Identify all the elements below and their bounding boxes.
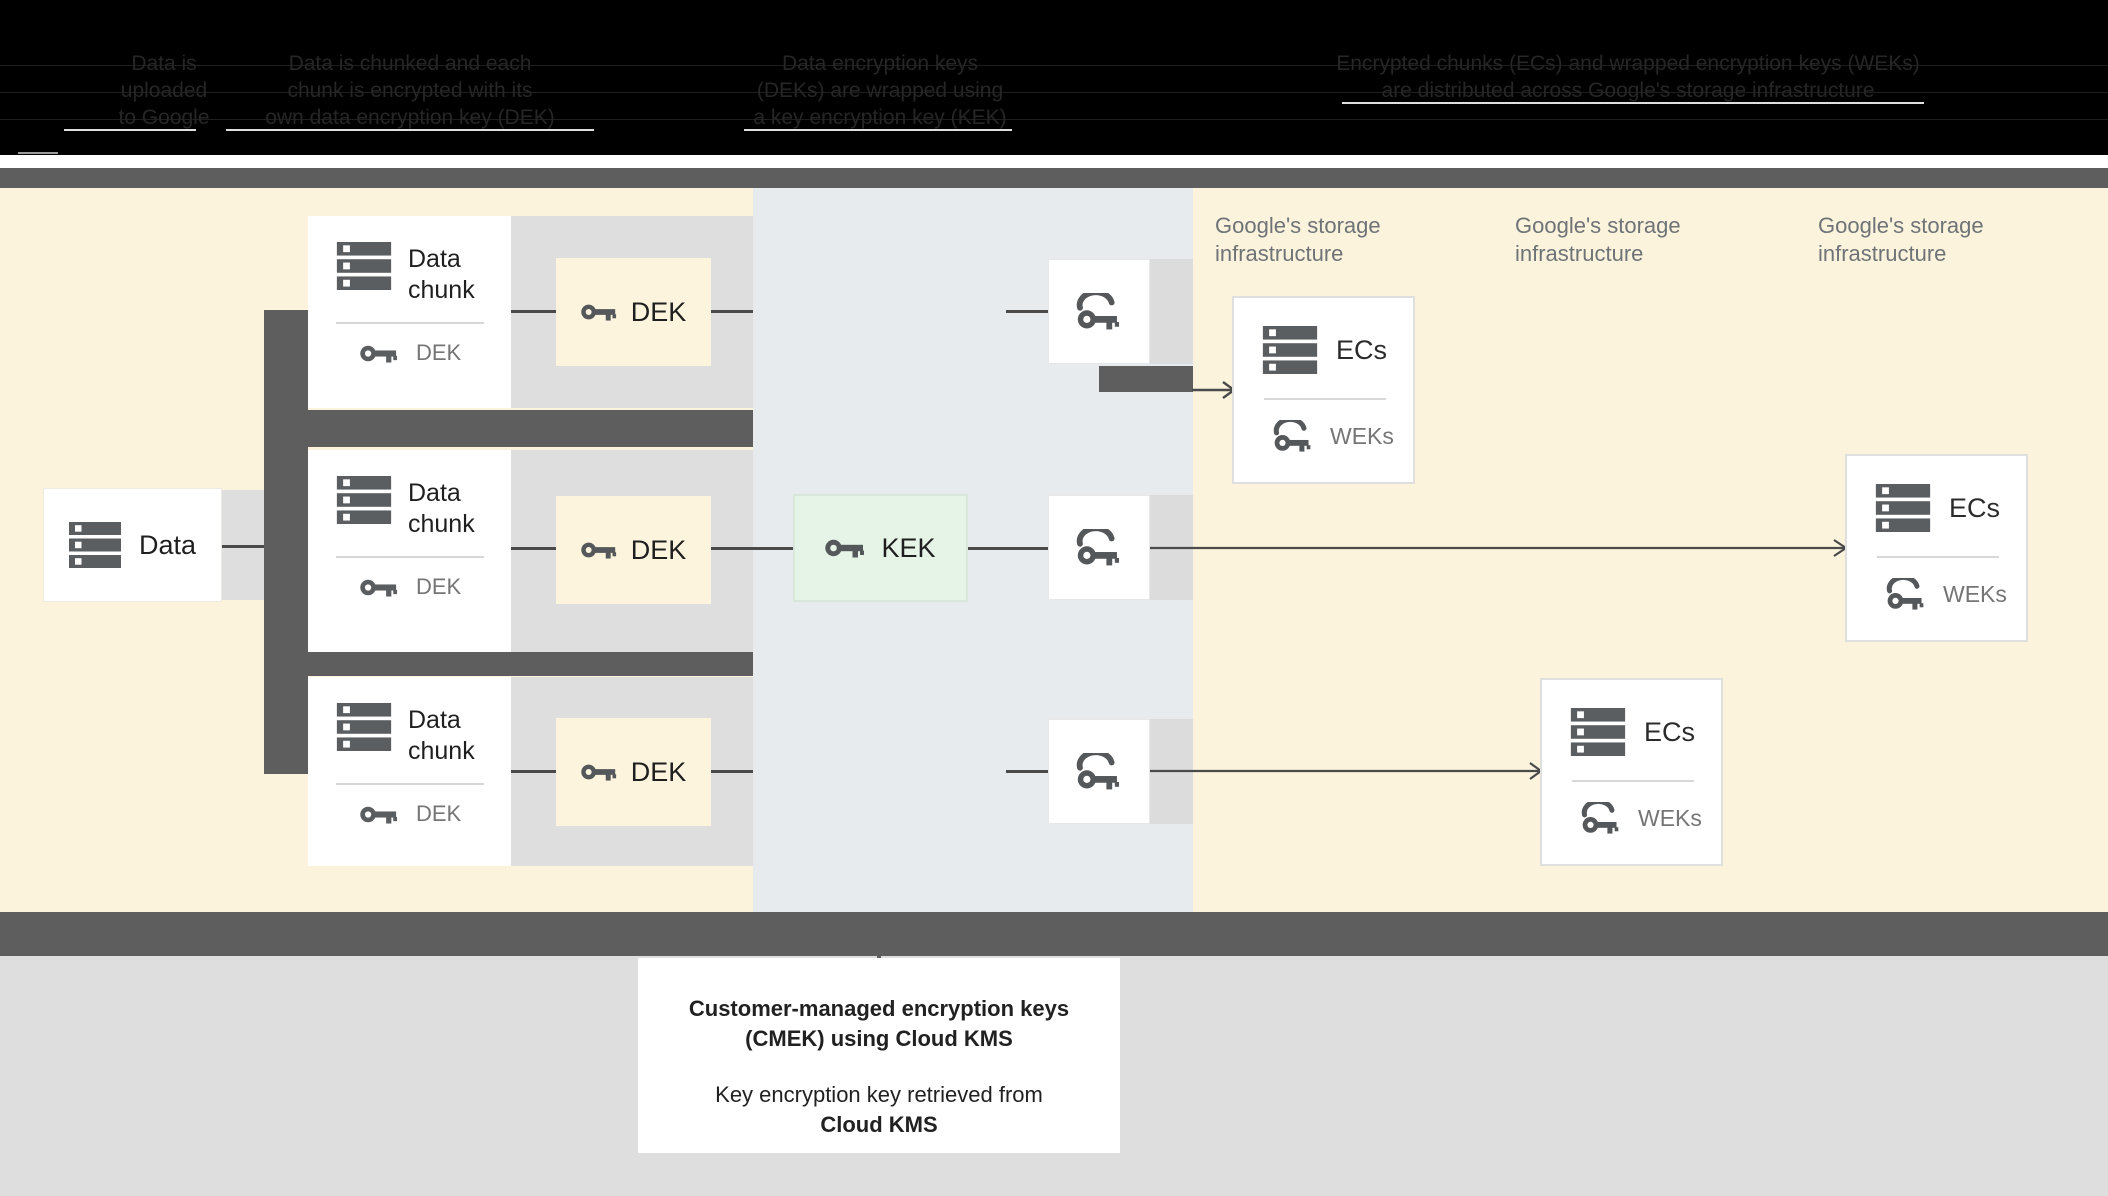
wrapped-key-connector-bar <box>1099 366 1193 392</box>
connector-line <box>1006 310 1048 313</box>
connector-line <box>711 770 753 773</box>
ecs-title: ECs <box>1644 716 1696 747</box>
divider <box>1877 556 1999 558</box>
dek-box: DEK <box>556 496 711 604</box>
top-gray-band <box>0 168 2108 188</box>
arrow-to-ecs-2 <box>1150 539 1848 557</box>
server-icon <box>336 476 392 524</box>
chunk-title: Data chunk <box>408 479 475 538</box>
data-trunk-connector <box>222 545 266 548</box>
arrow-to-ecs-3 <box>1150 762 1543 780</box>
wrapped-key-box <box>1048 259 1150 364</box>
ecs-box: ECs WEKs <box>1845 454 2028 642</box>
wrapped-key-icon <box>1273 420 1311 452</box>
server-icon <box>68 522 121 568</box>
dek-label: DEK <box>630 756 687 787</box>
key-icon <box>581 764 616 781</box>
chunk-title: Data chunk <box>408 706 475 765</box>
storage-infrastructure-label: Google's storage infrastructure <box>1215 213 1381 266</box>
chunk-trunk-bar <box>264 310 308 774</box>
divider <box>336 783 484 785</box>
key-icon <box>360 579 398 597</box>
connector-line <box>711 547 793 550</box>
caption-body-line-1: Key encryption key retrieved from <box>715 1082 1043 1107</box>
divider <box>336 322 484 324</box>
server-icon <box>1570 708 1626 756</box>
corner-dash <box>18 152 58 154</box>
key-icon <box>581 304 616 321</box>
data-chunk-box: Data chunk DEK <box>308 216 511 408</box>
server-icon <box>1262 326 1318 374</box>
wrapped-key-icon <box>1076 752 1120 789</box>
weks-label: WEKs <box>1330 423 1394 449</box>
wrapped-key-icon <box>1076 292 1120 329</box>
kek-box: KEK <box>793 494 968 602</box>
wrapped-key-box <box>1048 495 1150 600</box>
chunk-key-label: DEK <box>416 574 462 599</box>
server-icon <box>336 242 392 290</box>
step-3-text: Data encryption keys (DEKs) are wrapped … <box>753 52 1007 129</box>
divider <box>1264 398 1386 400</box>
chunk-title: Data chunk <box>408 245 475 304</box>
key-icon <box>360 806 398 824</box>
data-chunk-box: Data chunk DEK <box>308 450 511 652</box>
connector-line <box>1006 770 1048 773</box>
connector-line <box>511 547 556 550</box>
connector-line <box>968 547 1048 550</box>
bottom-gray-band <box>0 912 2108 956</box>
weks-label: WEKs <box>1943 581 2007 607</box>
storage-infrastructure-label: Google's storage infrastructure <box>1818 213 1984 266</box>
caption-body-line-2: Cloud KMS <box>820 1112 938 1137</box>
ecs-title: ECs <box>1949 492 2001 523</box>
dek-label: DEK <box>630 534 687 565</box>
kek-label: KEK <box>881 532 936 563</box>
server-icon <box>1875 484 1931 532</box>
weks-label: WEKs <box>1638 805 1702 831</box>
ecs-box: ECs WEKs <box>1540 678 1723 866</box>
chunk-key-label: DEK <box>416 340 462 365</box>
row-separator-bar <box>308 652 753 676</box>
server-icon <box>336 703 392 751</box>
divider <box>336 556 484 558</box>
step-2-text: Data is chunked and each chunk is encryp… <box>265 52 555 129</box>
row-separator-bar <box>308 410 753 447</box>
dek-label: DEK <box>630 296 687 327</box>
header-artifact-line <box>0 92 2108 93</box>
key-icon <box>825 539 865 558</box>
wrapped-key-icon <box>1581 802 1619 834</box>
key-box-strip <box>1150 259 1193 364</box>
step-1-underline <box>64 129 196 131</box>
connector-line <box>511 770 556 773</box>
key-icon <box>360 345 398 363</box>
connector-line <box>511 310 556 313</box>
storage-infrastructure-label: Google's storage infrastructure <box>1515 213 1681 266</box>
step-2-underline <box>226 129 594 131</box>
header-artifact-line <box>0 119 2108 120</box>
step-3-underline <box>744 129 1012 131</box>
wrapped-key-box <box>1048 719 1150 824</box>
caption-title-line-2: (CMEK) using Cloud KMS <box>745 1026 1013 1051</box>
chunk-key-label: DEK <box>416 801 462 826</box>
wrapped-key-icon <box>1076 528 1120 565</box>
header-band: Data is uploaded to Google Data is chunk… <box>0 0 2108 155</box>
ecs-title: ECs <box>1336 334 1388 365</box>
dek-box: DEK <box>556 718 711 826</box>
key-icon <box>581 542 616 559</box>
caption-title-line-1: Customer-managed encryption keys <box>688 996 1070 1021</box>
connector-line <box>711 310 753 313</box>
data-chunk-box: Data chunk DEK <box>308 677 511 866</box>
divider <box>1572 780 1694 782</box>
data-box: Data <box>43 488 222 602</box>
step-4-text: Encrypted chunks (ECs) and wrapped encry… <box>1336 52 1920 102</box>
caption-connector-stub <box>877 946 881 960</box>
caption-box: Customer-managed encryption keys (CMEK) … <box>638 958 1120 1153</box>
dek-box: DEK <box>556 258 711 366</box>
step-1-text: Data is uploaded to Google <box>118 52 210 129</box>
ecs-box: ECs WEKs <box>1232 296 1415 484</box>
header-artifact-line <box>0 65 2108 66</box>
step-4-underline <box>1342 102 1924 104</box>
data-box-label: Data <box>138 529 197 560</box>
wrapped-key-icon <box>1886 578 1924 610</box>
